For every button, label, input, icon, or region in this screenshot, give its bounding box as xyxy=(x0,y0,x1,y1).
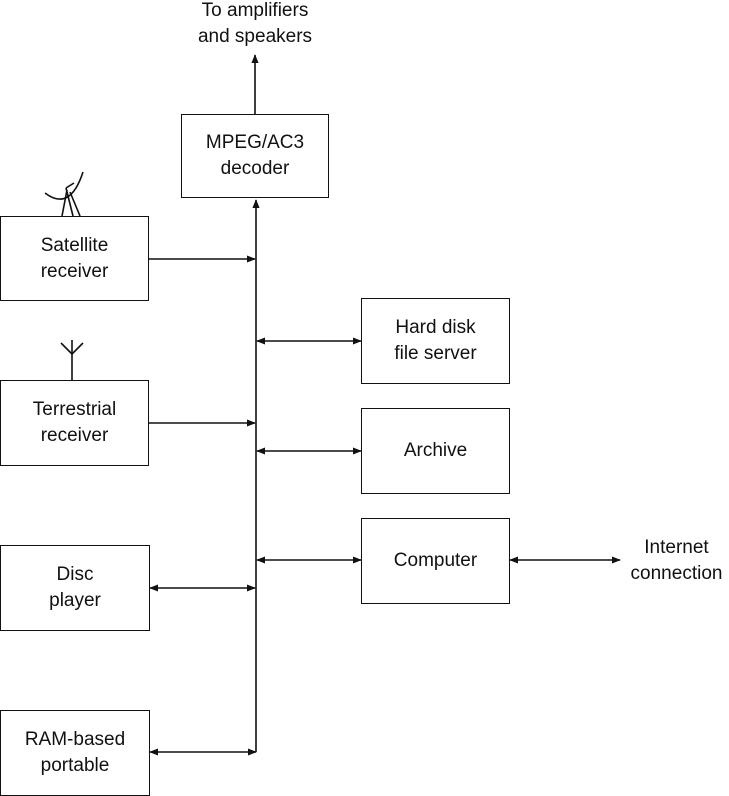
internet-line1: Internet xyxy=(644,537,709,558)
archive-box: Archive xyxy=(361,408,510,494)
hard-disk-box: Hard disk file server xyxy=(361,298,510,384)
satellite-line2: receiver xyxy=(40,260,109,282)
ram-line1: RAM-based xyxy=(24,729,126,750)
archive-label: Archive xyxy=(403,440,468,461)
decoder-line2: decoder xyxy=(220,158,290,179)
hard-disk-line1: Hard disk xyxy=(395,317,476,338)
disc-line2: player xyxy=(49,590,101,611)
antenna-icon xyxy=(60,340,84,380)
satellite-dish-icon xyxy=(44,171,84,217)
output-label: To amplifiers and speakers xyxy=(175,0,335,50)
decoder-line1: MPEG/AC3 xyxy=(205,132,305,153)
satellite-line1: Satellite xyxy=(40,234,109,256)
terrestrial-receiver-box: Terrestrial receiver xyxy=(0,380,149,466)
disc-player-box: Disc player xyxy=(0,545,150,631)
output-label-line2: and speakers xyxy=(197,26,313,47)
decoder-box: MPEG/AC3 decoder xyxy=(181,114,329,198)
terrestrial-line2: receiver xyxy=(40,425,109,446)
internet-label: Internet connection xyxy=(624,535,729,587)
output-label-line1: To amplifiers xyxy=(201,0,309,21)
ram-portable-box: RAM-based portable xyxy=(0,710,150,796)
satellite-receiver-box: Satellite receiver xyxy=(0,216,149,301)
computer-label: Computer xyxy=(393,550,478,571)
hard-disk-line2: file server xyxy=(394,343,477,364)
ram-line2: portable xyxy=(40,755,110,776)
internet-line2: connection xyxy=(630,563,723,584)
terrestrial-line1: Terrestrial xyxy=(32,399,117,420)
disc-line1: Disc xyxy=(56,564,94,585)
computer-box: Computer xyxy=(361,518,510,604)
